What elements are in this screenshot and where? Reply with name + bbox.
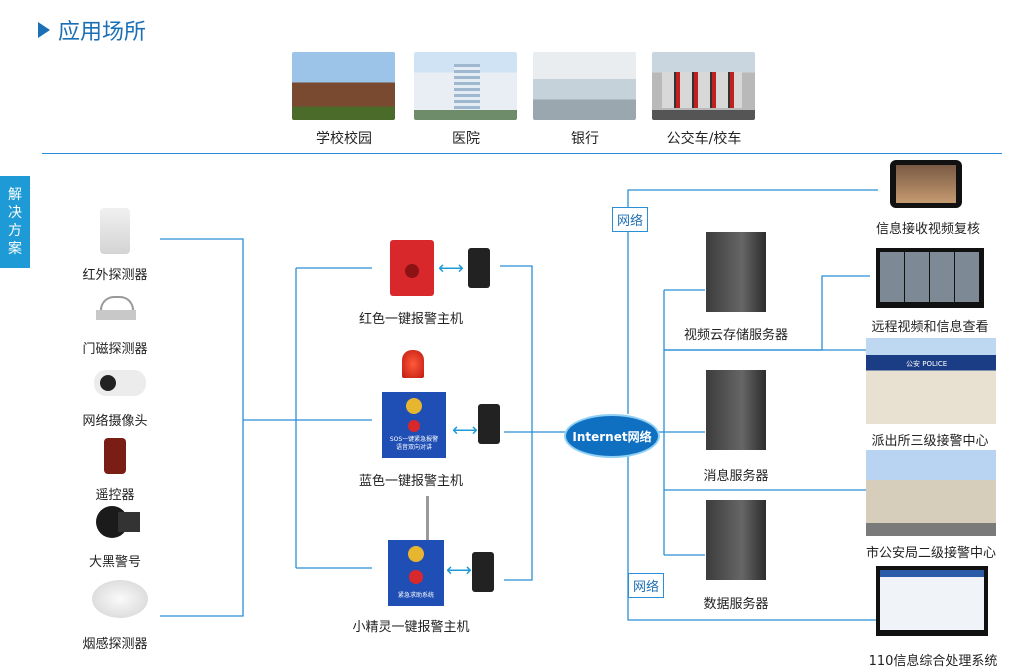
- sensor-label: 门磁探测器: [82, 342, 148, 357]
- host-label: 小精灵一键报警主机: [352, 620, 470, 635]
- door-magnet-icon: [96, 292, 138, 328]
- host-label: 蓝色一键报警主机: [358, 474, 463, 489]
- section-title-text: 应用场所: [58, 20, 147, 45]
- remote-control-icon: [104, 438, 126, 474]
- panel-text: 紧急求助系统: [397, 592, 434, 599]
- endpoint-label: 远程视频和信息查看: [871, 320, 989, 335]
- network-camera-icon: [94, 370, 146, 396]
- city-police-photo: [866, 450, 996, 536]
- venue-label: 银行: [571, 131, 599, 147]
- venue-label: 医院: [452, 131, 480, 147]
- internet-node: Internet网络: [564, 414, 660, 458]
- sensor-label: 红外探测器: [82, 268, 148, 283]
- divider: [42, 153, 1002, 154]
- bus-photo: [652, 52, 755, 120]
- mini-alarm-host: 紧急求助系统: [388, 540, 444, 606]
- server-label: 视频云存储服务器: [683, 328, 788, 343]
- side-tab-char: 决: [8, 205, 22, 221]
- sensor-label: 网络摄像头: [82, 414, 148, 429]
- network-label: 网络: [628, 573, 665, 598]
- server-icon: [706, 370, 766, 450]
- side-tab[interactable]: 解 决 方 案: [0, 176, 30, 268]
- server-icon: [706, 500, 766, 580]
- venue-label: 学校校园: [316, 131, 372, 147]
- school-photo: [292, 52, 395, 120]
- endpoint-label: 市公安局二级接警中心: [865, 546, 996, 561]
- beacon-light-icon: [402, 350, 424, 378]
- side-tab-char: 解: [8, 187, 22, 203]
- bidirectional-arrow-icon: ⟷: [438, 258, 464, 279]
- side-tab-char: 方: [8, 223, 22, 239]
- red-alarm-host: [390, 240, 434, 296]
- panel-text: 语音双向对讲: [395, 444, 432, 451]
- infrared-detector-icon: [100, 208, 130, 254]
- panel-text: SOS一键紧急报警: [389, 436, 439, 443]
- smartphone-icon: [472, 552, 494, 592]
- sensor-label: 烟感探测器: [82, 637, 148, 652]
- bidirectional-arrow-icon: ⟷: [446, 560, 472, 581]
- sensor-label: 大黑警号: [88, 555, 141, 570]
- endpoint-label: 110信息综合处理系统: [868, 654, 998, 669]
- server-icon: [706, 232, 766, 312]
- server-label: 数据服务器: [703, 597, 769, 612]
- section-title: 应用场所: [38, 14, 146, 46]
- monitor-wall-icon: [876, 248, 984, 308]
- hospital-photo: [414, 52, 517, 120]
- smoke-detector-icon: [92, 580, 148, 618]
- host-label: 红色一键报警主机: [358, 312, 463, 327]
- bank-photo: [533, 52, 636, 120]
- bidirectional-arrow-icon: ⟷: [452, 420, 478, 441]
- smartphone-icon: [478, 404, 500, 444]
- station-sign: 公安 POLICE: [906, 360, 948, 368]
- triangle-icon: [38, 22, 50, 38]
- side-tab-char: 案: [8, 241, 22, 257]
- blue-alarm-host: SOS一键紧急报警 语音双向对讲: [382, 392, 446, 458]
- endpoint-label: 派出所三级接警中心: [871, 434, 989, 449]
- antenna-icon: [426, 496, 429, 540]
- tablet-icon: [890, 160, 962, 208]
- police-station-photo: 公安 POLICE: [866, 338, 996, 424]
- venue-label: 公交车/校车: [666, 131, 742, 147]
- network-label: 网络: [612, 207, 649, 232]
- smartphone-icon: [468, 248, 490, 288]
- sensor-label: 遥控器: [95, 488, 135, 503]
- siren-horn-icon: [96, 506, 140, 538]
- endpoint-label: 信息接收视频复核: [875, 222, 980, 237]
- system-monitor-icon: [876, 566, 988, 636]
- server-label: 消息服务器: [703, 469, 769, 484]
